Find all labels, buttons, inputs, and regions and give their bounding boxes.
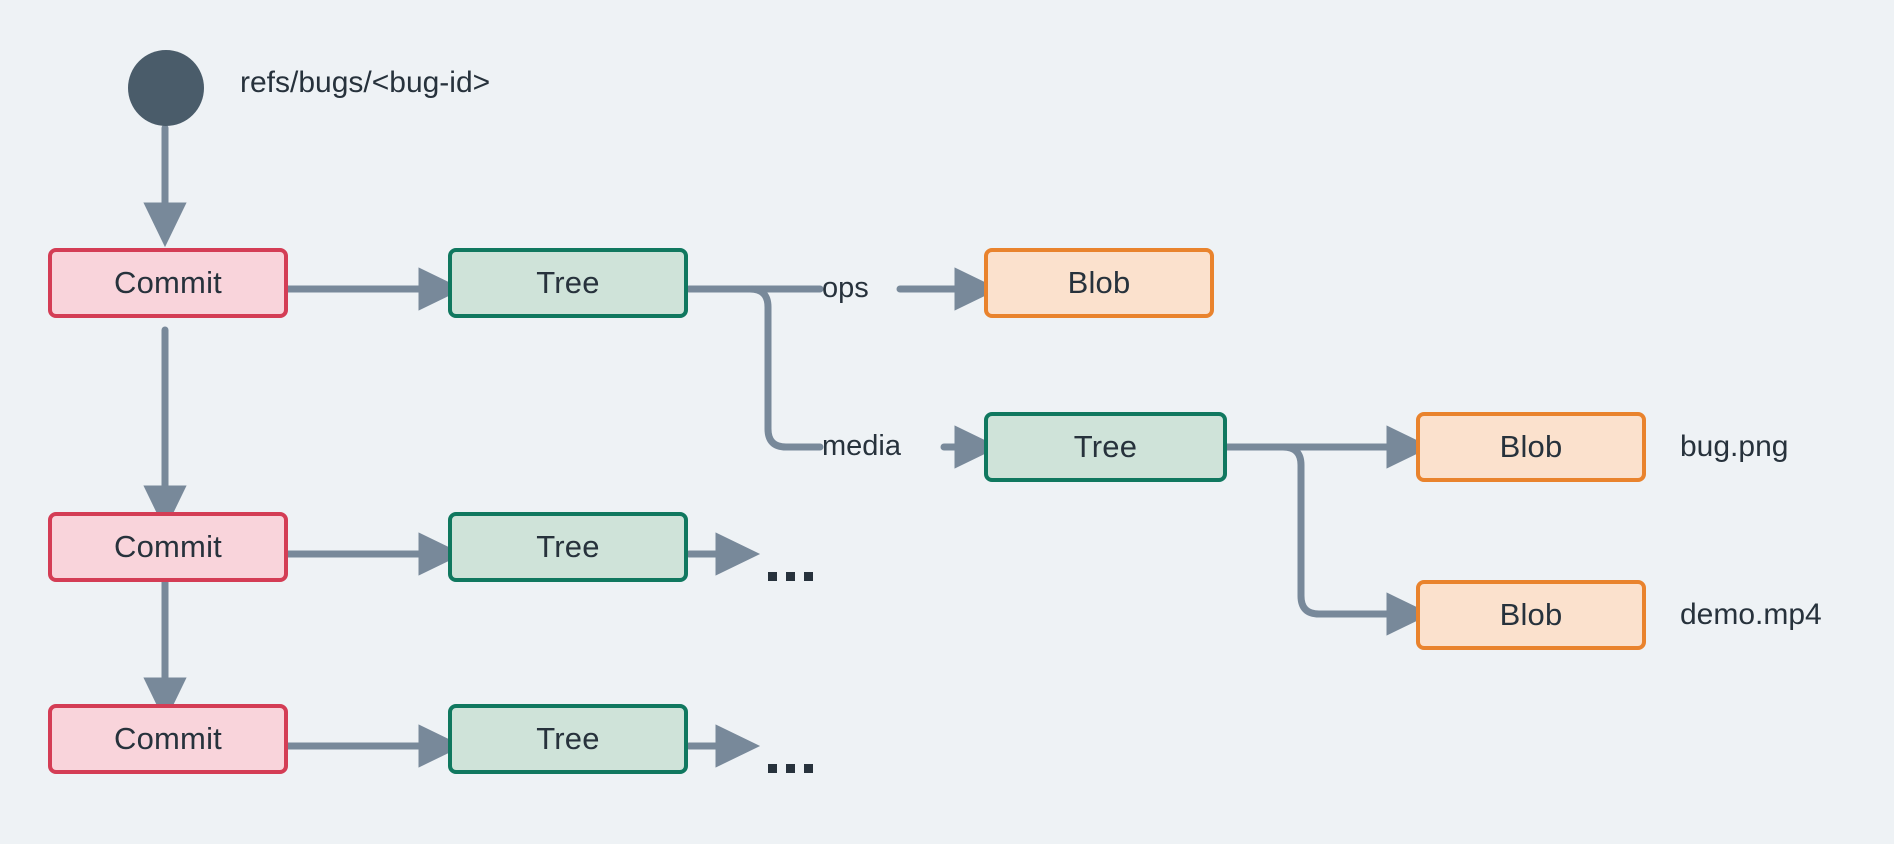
node-commit-1[interactable]: Commit: [48, 248, 288, 318]
wire-mediatree-to-blob-demo: [1223, 443, 1432, 636]
ellipsis-dot: [804, 764, 813, 773]
node-commit-2-label: Commit: [114, 529, 222, 564]
node-tree-1[interactable]: Tree: [448, 248, 688, 318]
wire-tree1-branch-to-media: [746, 285, 824, 451]
node-blob-ops-label: Blob: [1067, 265, 1131, 300]
node-tree-media-label: Tree: [1073, 429, 1138, 464]
node-blob-ops[interactable]: Blob: [984, 248, 1214, 318]
node-tree-2[interactable]: Tree: [448, 512, 688, 582]
node-tree-1-label: Tree: [536, 265, 600, 300]
ellipsis-dot: [768, 764, 777, 773]
ref-dot-icon: [128, 50, 204, 126]
file-label-bug-png: bug.png: [1680, 430, 1789, 463]
node-tree-2-label: Tree: [536, 529, 600, 564]
ellipsis-dot: [786, 764, 795, 773]
node-commit-1-label: Commit: [114, 265, 222, 300]
node-tree-3[interactable]: Tree: [448, 704, 688, 774]
file-label-demo-mp4: demo.mp4: [1680, 598, 1822, 631]
ellipsis-row-2: [768, 572, 813, 581]
edge-label-media: media: [822, 430, 901, 462]
node-blob-bug-png-label: Blob: [1499, 429, 1563, 464]
ellipsis-dot: [768, 572, 777, 581]
node-blob-bug-png[interactable]: Blob: [1416, 412, 1646, 482]
node-blob-demo-mp4-label: Blob: [1499, 597, 1563, 632]
node-tree-media[interactable]: Tree: [984, 412, 1227, 482]
ellipsis-dot: [804, 572, 813, 581]
edge-label-ops: ops: [822, 272, 869, 304]
node-commit-3-label: Commit: [114, 721, 222, 756]
node-blob-demo-mp4[interactable]: Blob: [1416, 580, 1646, 650]
node-commit-2[interactable]: Commit: [48, 512, 288, 582]
ellipsis-dot: [786, 572, 795, 581]
ellipsis-row-3: [768, 764, 813, 773]
ref-label: refs/bugs/<bug-id>: [240, 66, 491, 99]
node-commit-3[interactable]: Commit: [48, 704, 288, 774]
node-tree-3-label: Tree: [536, 721, 600, 756]
